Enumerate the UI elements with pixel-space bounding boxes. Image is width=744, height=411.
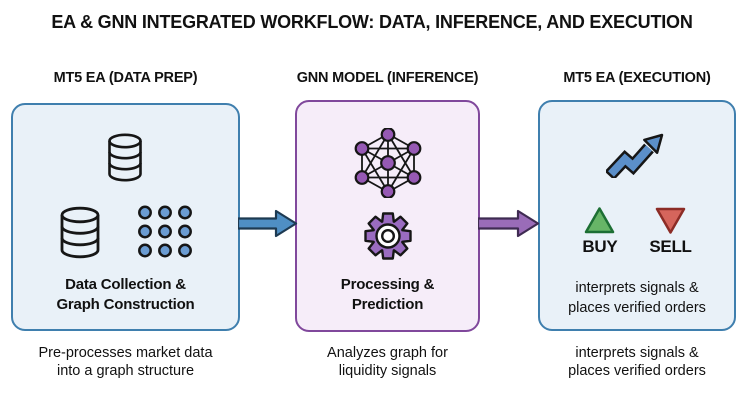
gear-icon — [362, 210, 414, 262]
column-header-inference: GNN MODEL (INFERENCE) — [296, 70, 479, 86]
diagram-title: EA & GNN INTEGRATED WORKFLOW: DATA, INFE… — [51, 12, 693, 32]
flow-arrow-data-to-gnn-icon — [238, 208, 298, 240]
panel-label-data-collection: Data Collection & Graph Construction — [56, 276, 195, 313]
sell-triangle-icon — [655, 206, 686, 235]
caption-execution: interprets signals & places verified ord… — [568, 345, 706, 379]
buy-signal: BUY — [582, 206, 618, 257]
panel-data-prep: Data Collection & Graph Construction — [11, 103, 240, 331]
sell-label: SELL — [649, 237, 692, 256]
trade-signals-row: BUY SELL — [540, 206, 734, 257]
column-header-data-prep: MT5 EA (DATA PREP) — [53, 70, 198, 86]
buy-label: BUY — [582, 237, 618, 256]
graph-network-icon — [353, 128, 423, 198]
caption-data-prep: Pre-processes market data into a graph s… — [38, 345, 213, 379]
column-header-execution: MT5 EA (EXECUTION) — [563, 70, 711, 86]
trend-up-arrow-icon — [606, 132, 666, 178]
panel-text-execution: interprets signals & places verified ord… — [568, 280, 706, 316]
panel-label-processing: Processing & Prediction — [340, 276, 435, 313]
buy-triangle-icon — [584, 206, 615, 235]
panel-execution: BUY SELL interprets signals & places ver… — [538, 100, 736, 331]
panel-gnn-model: Processing & Prediction — [295, 100, 480, 332]
sell-signal: SELL — [649, 206, 692, 257]
node-grid-icon — [137, 205, 193, 258]
flow-arrow-gnn-to-execution-icon — [478, 208, 540, 240]
caption-inference: Analyzes graph for liquidity signals — [327, 345, 448, 379]
database-icon — [105, 133, 145, 183]
database-icon — [57, 206, 103, 260]
